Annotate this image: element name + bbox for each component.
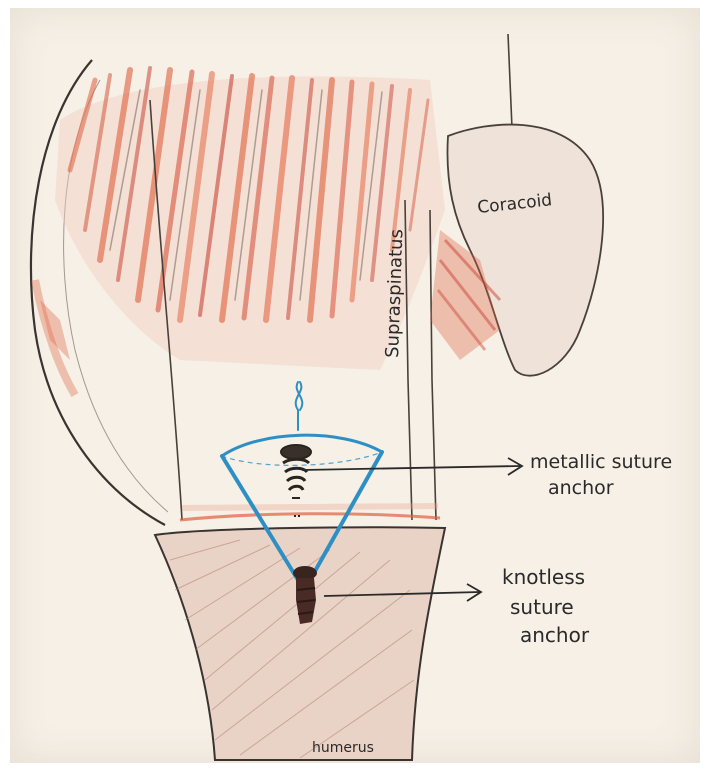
label-knotless-line3: anchor (520, 623, 590, 647)
label-knotless-line1: knotless (502, 565, 585, 589)
arrow-metallic (302, 458, 522, 475)
label-humerus: humerus (312, 740, 374, 756)
label-metallic-line1: metallic suture (530, 451, 672, 473)
footprint-shading (182, 506, 438, 508)
label-supraspinatus: Supraspinatus (382, 229, 407, 358)
humerus-shaft (155, 527, 445, 760)
label-metallic-line2: anchor (548, 477, 614, 499)
label-knotless-line2: suture (510, 595, 574, 619)
lateral-shading (35, 280, 75, 395)
footprint-line (180, 514, 440, 520)
